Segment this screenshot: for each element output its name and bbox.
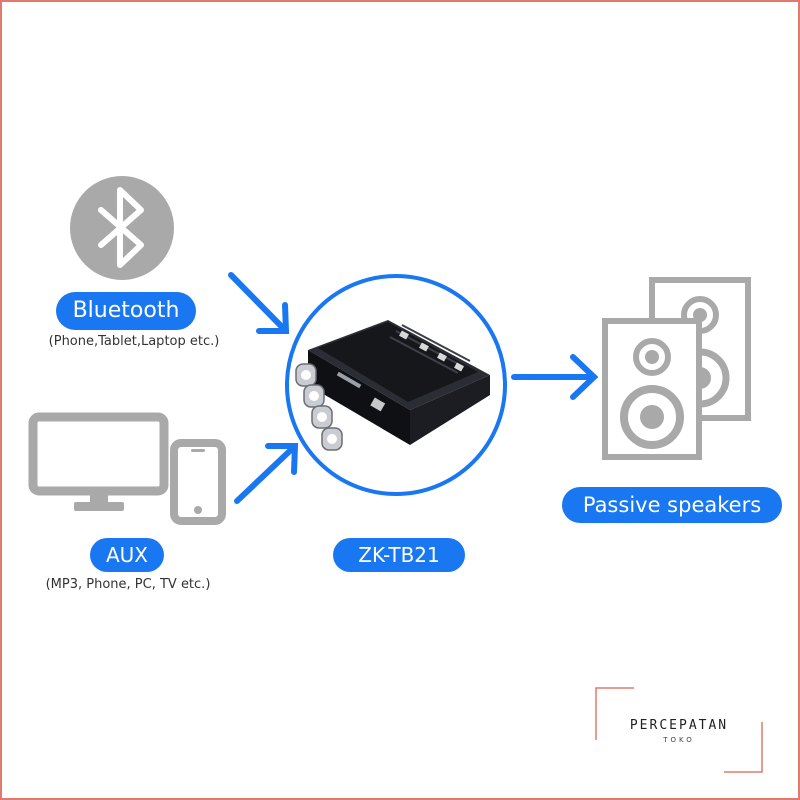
speaker-icon [602, 277, 751, 460]
arrow-aux-to-amp [234, 443, 299, 504]
amplifier-board-image [295, 320, 490, 451]
monitor-icon [28, 412, 169, 511]
smartphone-icon [170, 439, 226, 525]
output-label: Passive speakers [562, 487, 782, 523]
aux-label: AUX [90, 538, 164, 572]
brand-frame [595, 687, 763, 773]
bluetooth-label: Bluetooth [56, 292, 196, 330]
brand-name: PERCEPATAN [629, 718, 729, 733]
arrow-bluetooth-to-amp [228, 272, 290, 334]
brand-logo: PERCEPATAN TOKO [594, 686, 764, 774]
aux-detail: (MP3, Phone, PC, TV etc.) [45, 577, 211, 592]
bluetooth-detail: (Phone,Tablet,Laptop etc.) [48, 334, 220, 349]
brand-sub: TOKO [663, 736, 695, 744]
bluetooth-icon [70, 176, 174, 280]
arrow-amp-to-speakers [511, 354, 599, 400]
device-label: ZK-TB21 [333, 538, 465, 572]
